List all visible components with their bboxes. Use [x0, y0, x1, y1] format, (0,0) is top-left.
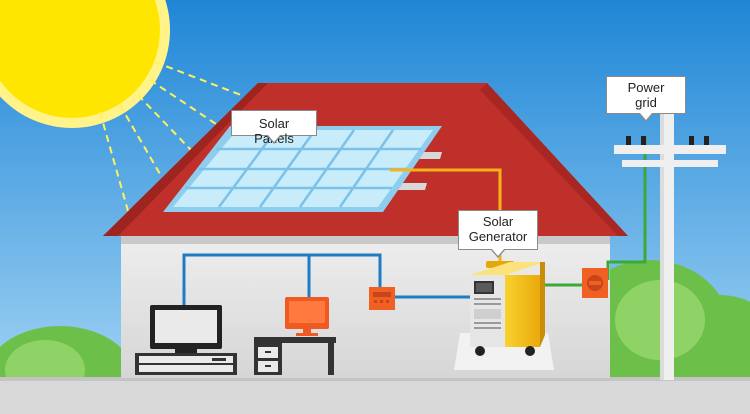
solar-panels-label-text: Solar Panels: [254, 116, 294, 146]
electric-meter-icon: [582, 268, 608, 298]
sun-icon: [0, 0, 170, 128]
solar-generator-label-line2: Generator: [468, 229, 528, 244]
solar-panel-icon: [163, 126, 442, 212]
power-grid-label: Power grid: [606, 76, 686, 122]
solar-panels-label: Solar Panels: [231, 110, 317, 146]
tv-icon: [135, 305, 237, 375]
solar-generator-label-line1: Solar: [482, 214, 514, 229]
power-pole-icon: [614, 100, 726, 380]
solar-generator-label: Solar Generator: [458, 210, 538, 258]
computer-icon: [254, 297, 336, 375]
power-grid-label-line2: grid: [635, 95, 657, 110]
solar-generator-icon: [454, 261, 554, 370]
ground: [0, 377, 750, 414]
charge-controller-icon: [369, 287, 395, 310]
ac-wiring: [182, 253, 470, 305]
power-grid-label-line1: Power: [627, 80, 665, 95]
